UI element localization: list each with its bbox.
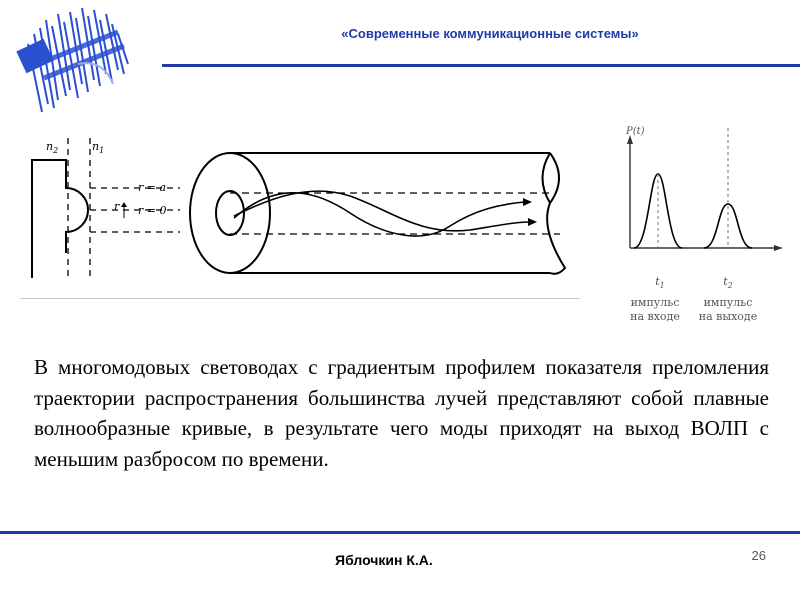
pulse-graph-svg: P(t) <box>625 126 783 251</box>
output-pulse-curve <box>703 203 753 249</box>
input-pulse-caption: импульс на входе <box>630 296 680 323</box>
fiber-diagram: n2 n1 r = a r = 0 r <box>20 118 580 298</box>
author-name: Яблочкин К.А. <box>335 552 433 568</box>
pulse-graph: P(t) t1 t2 импульс на входе импульс на в… <box>612 118 792 323</box>
y-axis-label: P(t) <box>625 126 645 137</box>
r-label: r <box>114 200 120 213</box>
body-paragraph: В многомодовых световодах с градиентым п… <box>34 355 769 471</box>
header-divider <box>162 64 800 67</box>
t2-label: t2 <box>723 275 733 291</box>
n1-label: n1 <box>92 140 104 155</box>
output-pulse-caption: импульс на выходе <box>698 296 758 323</box>
page-number: 26 <box>751 548 766 563</box>
figure-divider <box>20 298 580 299</box>
n2-label: n2 <box>46 140 58 155</box>
logo <box>8 4 138 116</box>
presentation-title: «Современные коммуникационные системы» <box>341 26 639 41</box>
r-equals-a-label: r = a <box>138 181 166 194</box>
t1-label: t1 <box>655 275 665 291</box>
graded-index-fiber-illustration: n2 n1 r = a r = 0 r <box>31 138 567 278</box>
logo-graphic <box>16 7 129 113</box>
footer-divider <box>0 531 800 534</box>
r-equals-0-label: r = 0 <box>138 204 166 217</box>
